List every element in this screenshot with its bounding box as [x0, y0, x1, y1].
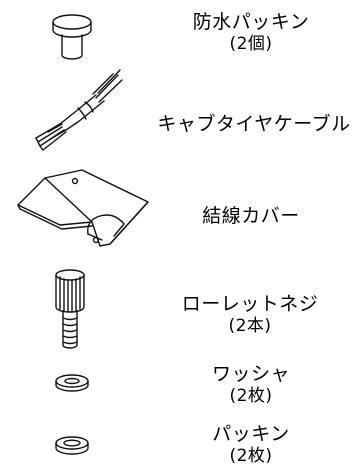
part-name: ワッシャ	[211, 363, 290, 385]
packing-illustration	[55, 436, 89, 455]
part-label-cabtire-cable: キャブタイヤケーブル	[150, 112, 358, 136]
cabtire-cable-illustration	[35, 69, 123, 151]
washer-illustration	[55, 374, 89, 392]
part-quantity: (2枚)	[229, 446, 273, 466]
part-name: 結線カバー	[202, 205, 300, 227]
part-quantity: (2個)	[229, 34, 273, 54]
part-name: パッキン	[212, 423, 290, 445]
waterproof-packing-illustration	[52, 14, 92, 60]
part-label-wiring-cover: 結線カバー	[186, 204, 316, 228]
part-name: ローレットネジ	[181, 293, 319, 315]
wiring-cover-illustration	[17, 169, 149, 247]
part-name: キャブタイヤケーブル	[157, 113, 351, 135]
part-quantity: (2枚)	[229, 386, 273, 406]
part-label-knurled-screw: ローレットネジ (2本)	[170, 292, 330, 337]
part-label-washer: ワッシャ (2枚)	[186, 362, 316, 407]
part-label-packing: パッキン (2枚)	[186, 422, 316, 467]
part-quantity: (2本)	[228, 316, 272, 336]
parts-figure	[0, 0, 160, 472]
part-name: 防水パッキン	[192, 11, 310, 33]
knurled-screw-illustration	[55, 269, 85, 349]
part-label-waterproof-packing: 防水パッキン (2個)	[186, 10, 316, 55]
